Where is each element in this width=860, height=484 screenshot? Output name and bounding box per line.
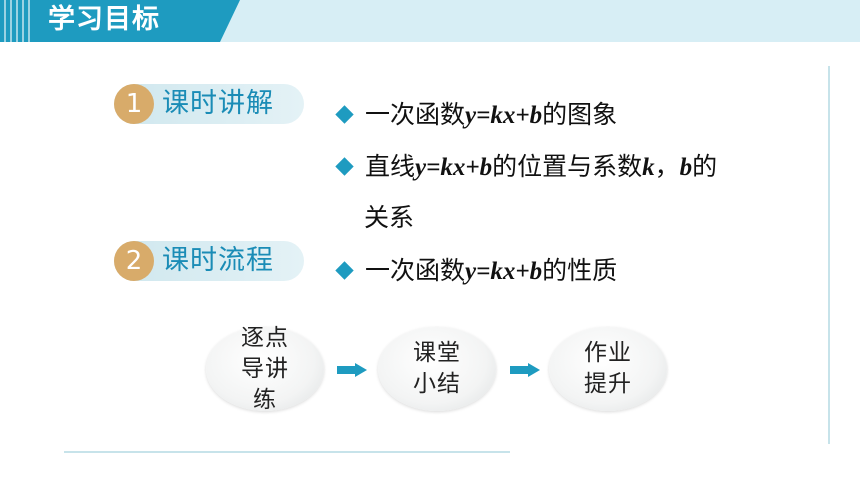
- objective-text: 一次函数: [365, 256, 466, 285]
- objective-item-properties: 一次函数y=kx+b的性质: [334, 253, 617, 290]
- badge-number-1: 1: [114, 84, 154, 124]
- right-divider: [828, 66, 830, 444]
- variable-b: b: [679, 154, 693, 181]
- right-arrow-icon: [337, 363, 367, 377]
- badge-number-2: 2: [114, 241, 154, 281]
- diamond-bullet-icon: [335, 261, 354, 280]
- page-title: 学习目标: [48, 4, 160, 35]
- objective-text: 一次函数: [365, 100, 466, 129]
- objective-item-position: 直线y=kx+b的位置与系数k，b的: [334, 149, 717, 186]
- objective-text: 直线: [365, 152, 416, 181]
- section-badge-lecture[interactable]: 1 课时讲解: [114, 84, 304, 124]
- diamond-bullet-icon: [335, 105, 354, 124]
- equation: y=kx+b: [465, 258, 543, 285]
- header-bar: 学习目标: [0, 0, 860, 42]
- flow-step-homework[interactable]: 作业提升: [549, 327, 667, 411]
- flow-step-label: 逐点导讲练: [241, 324, 289, 413]
- right-arrow-icon: [510, 363, 540, 377]
- title-stripes-decoration: [4, 0, 34, 42]
- equation: y=kx+b: [465, 102, 543, 129]
- badge-label-lecture: 课时讲解: [162, 88, 274, 119]
- objective-text: 的性质: [542, 256, 618, 285]
- flow-step-summary[interactable]: 课堂小结: [378, 327, 496, 411]
- badge-label-process: 课时流程: [162, 245, 274, 276]
- objective-item-position-cont: 关系: [364, 203, 415, 232]
- bottom-divider: [64, 451, 510, 453]
- flow-step-label: 作业提升: [584, 340, 632, 397]
- objective-text: 的位置与系数: [492, 152, 643, 181]
- variable-k: k: [642, 154, 655, 181]
- title-tab: 学习目标: [0, 0, 240, 42]
- flow-step-label: 课堂小结: [413, 340, 461, 397]
- comma: ，: [654, 152, 680, 181]
- equation: y=kx+b: [415, 154, 493, 181]
- objective-text: 的: [692, 152, 718, 181]
- section-badge-process[interactable]: 2 课时流程: [114, 241, 304, 281]
- objective-item-graph: 一次函数y=kx+b的图象: [334, 97, 617, 134]
- objective-text: 的图象: [542, 100, 618, 129]
- flow-step-practice[interactable]: 逐点导讲练: [206, 325, 324, 413]
- diamond-bullet-icon: [335, 157, 354, 176]
